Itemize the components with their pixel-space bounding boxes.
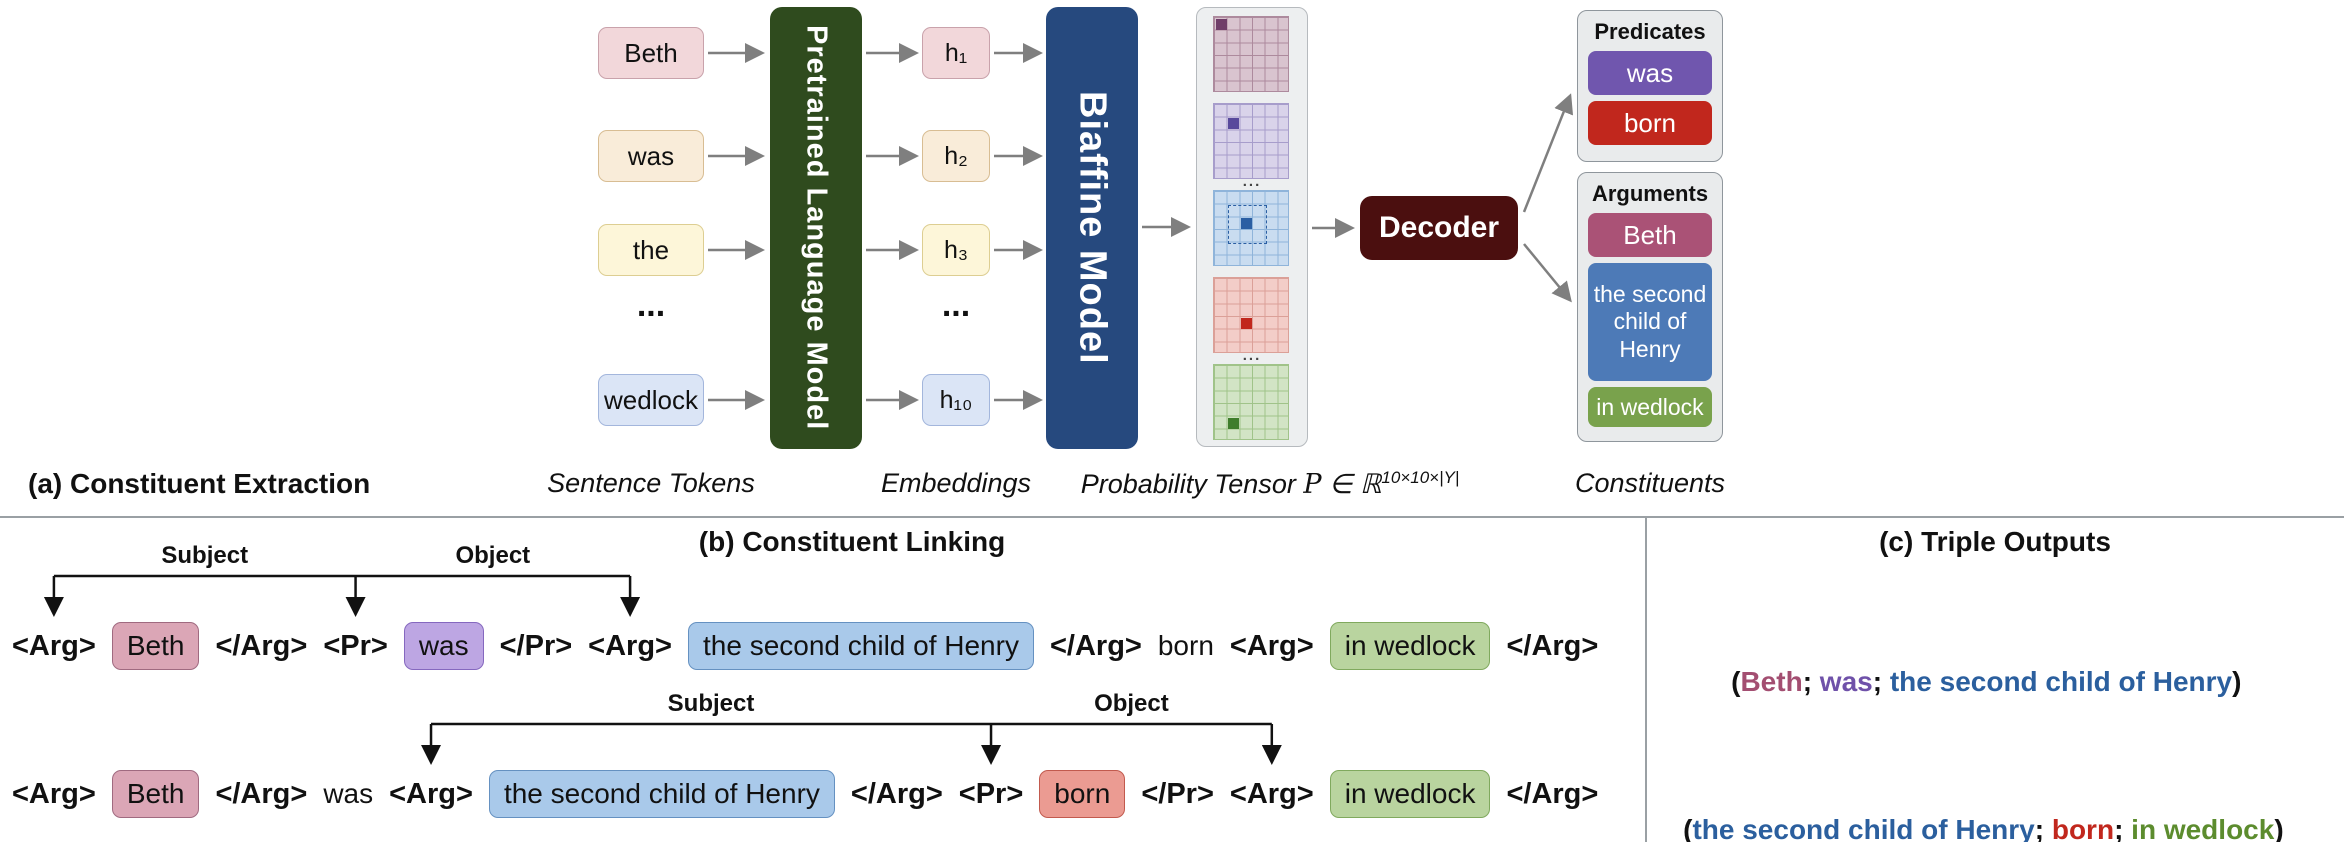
triple2-sep2: ;: [2114, 814, 2132, 842]
triple1-arg1: Beth: [1740, 666, 1803, 697]
row1-arg-close-1: </Arg>: [215, 629, 308, 662]
tokens-ellipsis: ...: [636, 286, 666, 324]
predicates-title: Predicates: [1594, 19, 1706, 44]
triple2-open: (: [1683, 814, 1693, 842]
token-beth: Beth: [598, 27, 704, 79]
highlight-cell: [1228, 418, 1239, 429]
row2-object-label: Object: [1094, 690, 1169, 717]
row2-token-second-child: the second child of Henry: [488, 770, 835, 818]
row2-arg-close-1: </Arg>: [215, 777, 308, 810]
row1-token-born: born: [1157, 630, 1214, 661]
triple2-close: ): [2274, 814, 2284, 842]
token-was: was: [598, 130, 704, 182]
row1-token-second-child: the second child of Henry: [688, 622, 1034, 670]
probability-matrix-5: [1213, 364, 1289, 440]
row2-token-in-wedlock: in wedlock: [1329, 770, 1491, 818]
predicate-was: was: [1588, 51, 1712, 95]
argument-in-wedlock: in wedlock: [1588, 387, 1712, 427]
probability-matrix-4: [1213, 277, 1289, 353]
panel-b-label: (b) Constituent Linking: [698, 526, 1006, 557]
linking-row-1: <Arg> Beth </Arg> <Pr> was </Pr> <Arg> t…: [12, 622, 1598, 670]
row1-object-label: Object: [455, 542, 531, 569]
panel-c-label: (c) Triple Outputs: [1879, 526, 2111, 557]
tensor-ellipsis: ...: [1242, 173, 1262, 190]
tensor-symbol: P: [1303, 469, 1322, 500]
argument-second-child: the second child of Henry: [1588, 263, 1712, 381]
token-the: the: [598, 224, 704, 276]
embeddings-caption: Embeddings: [880, 468, 1032, 498]
row2-token-beth: Beth: [111, 770, 200, 818]
biaffine-model-box: Biaffine Model: [1046, 7, 1138, 449]
row2-token-was: was: [323, 778, 374, 809]
horizontal-divider: [0, 516, 2344, 518]
row1-arg-open-3: <Arg>: [1229, 629, 1314, 662]
panel-a-label: (a) Constituent Extraction: [28, 468, 371, 499]
triple1-sep1: ;: [1802, 666, 1820, 697]
triple1-arg2: the second child of Henry: [1889, 666, 2233, 697]
plm-label: Pretrained Language Model: [800, 25, 833, 431]
highlight-cell: [1241, 218, 1252, 229]
triple2-arg1: the second child of Henry: [1692, 814, 2035, 842]
row1-arg-close-2: </Arg>: [1049, 629, 1142, 662]
triple1-open: (: [1731, 666, 1741, 697]
tensor-ellipsis: ...: [1242, 347, 1262, 364]
embedding-h2: h₂: [922, 130, 990, 182]
arguments-panel: Arguments Beth the second child of Henry…: [1577, 172, 1723, 442]
tensor-membership: ∈ ℝ: [1321, 469, 1382, 499]
row2-arg-open-1: <Arg>: [12, 777, 96, 810]
arguments-title: Arguments: [1591, 181, 1709, 206]
probability-tensor: ... ...: [1196, 7, 1308, 447]
row1-pr-open: <Pr>: [323, 629, 388, 662]
row2-pr-open: <Pr>: [958, 777, 1024, 810]
triple-output-1: (Beth; was; the second child of Henry): [1700, 634, 2241, 730]
embeddings-ellipsis: ...: [941, 286, 971, 324]
triple1-sep2: ;: [1872, 666, 1890, 697]
row1-subject-label: Subject: [161, 542, 249, 569]
tensor-caption-text: Probability Tensor: [1080, 469, 1304, 499]
row2-arg-close-3: </Arg>: [1506, 777, 1599, 810]
row1-pr-close: </Pr>: [499, 629, 573, 662]
triple2-sep1: ;: [2034, 814, 2052, 842]
row1-arg-open-1: <Arg>: [12, 629, 96, 662]
embedding-h3: h₃: [922, 224, 990, 276]
triple1-pred: was: [1819, 666, 1873, 697]
tensor-dims: 10×10×|Y|: [1381, 468, 1460, 487]
row2-arg-close-2: </Arg>: [850, 777, 943, 810]
row2-token-born: born: [1039, 770, 1126, 818]
row1-token-was: was: [403, 622, 484, 670]
row1-arg-close-3: </Arg>: [1506, 629, 1599, 662]
embedding-h1: h₁: [922, 27, 990, 79]
argument-beth: Beth: [1588, 213, 1712, 257]
highlight-cell: [1241, 318, 1252, 329]
triple2-arg2: in wedlock: [2131, 814, 2275, 842]
embedding-h10: h₁₀: [922, 374, 990, 426]
row2-arg-open-3: <Arg>: [1229, 777, 1314, 810]
probability-matrix-2: [1213, 103, 1289, 179]
tensor-caption: Probability Tensor P ∈ ℝ10×10×|Y|: [1081, 468, 1460, 500]
decoder-box: Decoder: [1360, 196, 1518, 260]
probability-matrix-1: [1213, 16, 1289, 92]
constituents-caption: Constituents: [1574, 468, 1726, 498]
row2-arg-open-2: <Arg>: [389, 777, 473, 810]
vertical-divider: [1645, 516, 1647, 842]
biaffine-label: Biaffine Model: [1071, 91, 1114, 365]
row2-subject-label: Subject: [667, 690, 755, 717]
triple-output-2: (the second child of Henry; born; in wed…: [1652, 782, 2284, 842]
predicates-panel: Predicates was born: [1577, 10, 1723, 162]
row1-arg-open-2: <Arg>: [588, 629, 672, 662]
predicate-born: born: [1588, 101, 1712, 145]
highlight-cell: [1216, 19, 1227, 30]
row1-token-in-wedlock: in wedlock: [1329, 622, 1491, 670]
pretrained-language-model-box: Pretrained Language Model: [770, 7, 862, 449]
row2-pr-close: </Pr>: [1141, 777, 1214, 810]
row1-token-beth: Beth: [111, 622, 200, 670]
triple2-pred: born: [2051, 814, 2115, 842]
tokens-caption: Sentence Tokens: [547, 468, 755, 498]
linking-row-2: <Arg> Beth </Arg> was <Arg> the second c…: [12, 770, 1598, 818]
triple1-close: ): [2232, 666, 2242, 697]
probability-matrix-3: [1213, 190, 1289, 266]
highlight-cell: [1228, 118, 1239, 129]
token-wedlock: wedlock: [598, 374, 704, 426]
highlight-region: [1228, 205, 1267, 244]
